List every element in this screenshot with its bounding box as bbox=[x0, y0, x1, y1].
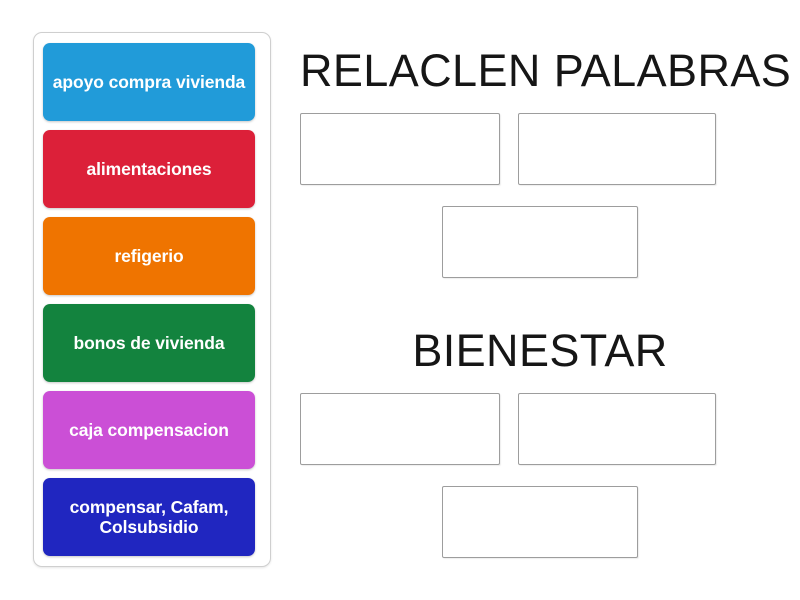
drop-slot-row bbox=[300, 113, 780, 185]
word-tile-apoyo-compra-vivienda[interactable]: apoyo compra vivienda bbox=[43, 43, 255, 121]
category-group-bienestar: BIENESTAR bbox=[300, 316, 780, 558]
word-bank-panel: apoyo compra vivienda alimentaciones ref… bbox=[33, 32, 271, 567]
category-group-relaclen-palabras: RELACLEN PALABRAS bbox=[300, 30, 792, 278]
category-heading: BIENESTAR bbox=[412, 325, 668, 376]
drop-slot-2[interactable] bbox=[518, 113, 716, 185]
word-tile-label: apoyo compra vivienda bbox=[52, 71, 246, 92]
word-tile-refigerio[interactable]: refigerio bbox=[43, 217, 255, 295]
category-heading: RELACLEN PALABRAS bbox=[300, 45, 792, 96]
drop-slot-6[interactable] bbox=[442, 486, 638, 558]
drop-slot-4[interactable] bbox=[300, 393, 500, 465]
drop-slot-row bbox=[300, 393, 780, 465]
drop-slot-grid bbox=[300, 393, 780, 558]
word-tile-alimentaciones[interactable]: alimentaciones bbox=[43, 130, 255, 208]
word-tile-label: alimentaciones bbox=[86, 158, 212, 179]
drop-slot-3[interactable] bbox=[442, 206, 638, 278]
drop-slot-5[interactable] bbox=[518, 393, 716, 465]
word-tile-label: caja compensacion bbox=[69, 419, 229, 440]
word-tile-caja-compensacion[interactable]: caja compensacion bbox=[43, 391, 255, 469]
word-tile-label: compensar, Cafam, Colsubsidio bbox=[69, 496, 229, 537]
word-tile-label: refigerio bbox=[114, 245, 184, 266]
drop-slot-1[interactable] bbox=[300, 113, 500, 185]
word-tile-bonos-de-vivienda[interactable]: bonos de vivienda bbox=[43, 304, 255, 382]
word-bank-list: apoyo compra vivienda alimentaciones ref… bbox=[43, 43, 261, 556]
drop-slot-row bbox=[300, 206, 780, 278]
answer-area: RELACLEN PALABRAS BIENESTAR bbox=[300, 30, 792, 570]
word-tile-compensar-cafam-colsubsidio[interactable]: compensar, Cafam, Colsubsidio bbox=[43, 478, 255, 556]
drop-slot-row bbox=[300, 486, 780, 558]
drop-slot-grid bbox=[300, 113, 780, 278]
word-tile-label: bonos de vivienda bbox=[73, 332, 225, 353]
